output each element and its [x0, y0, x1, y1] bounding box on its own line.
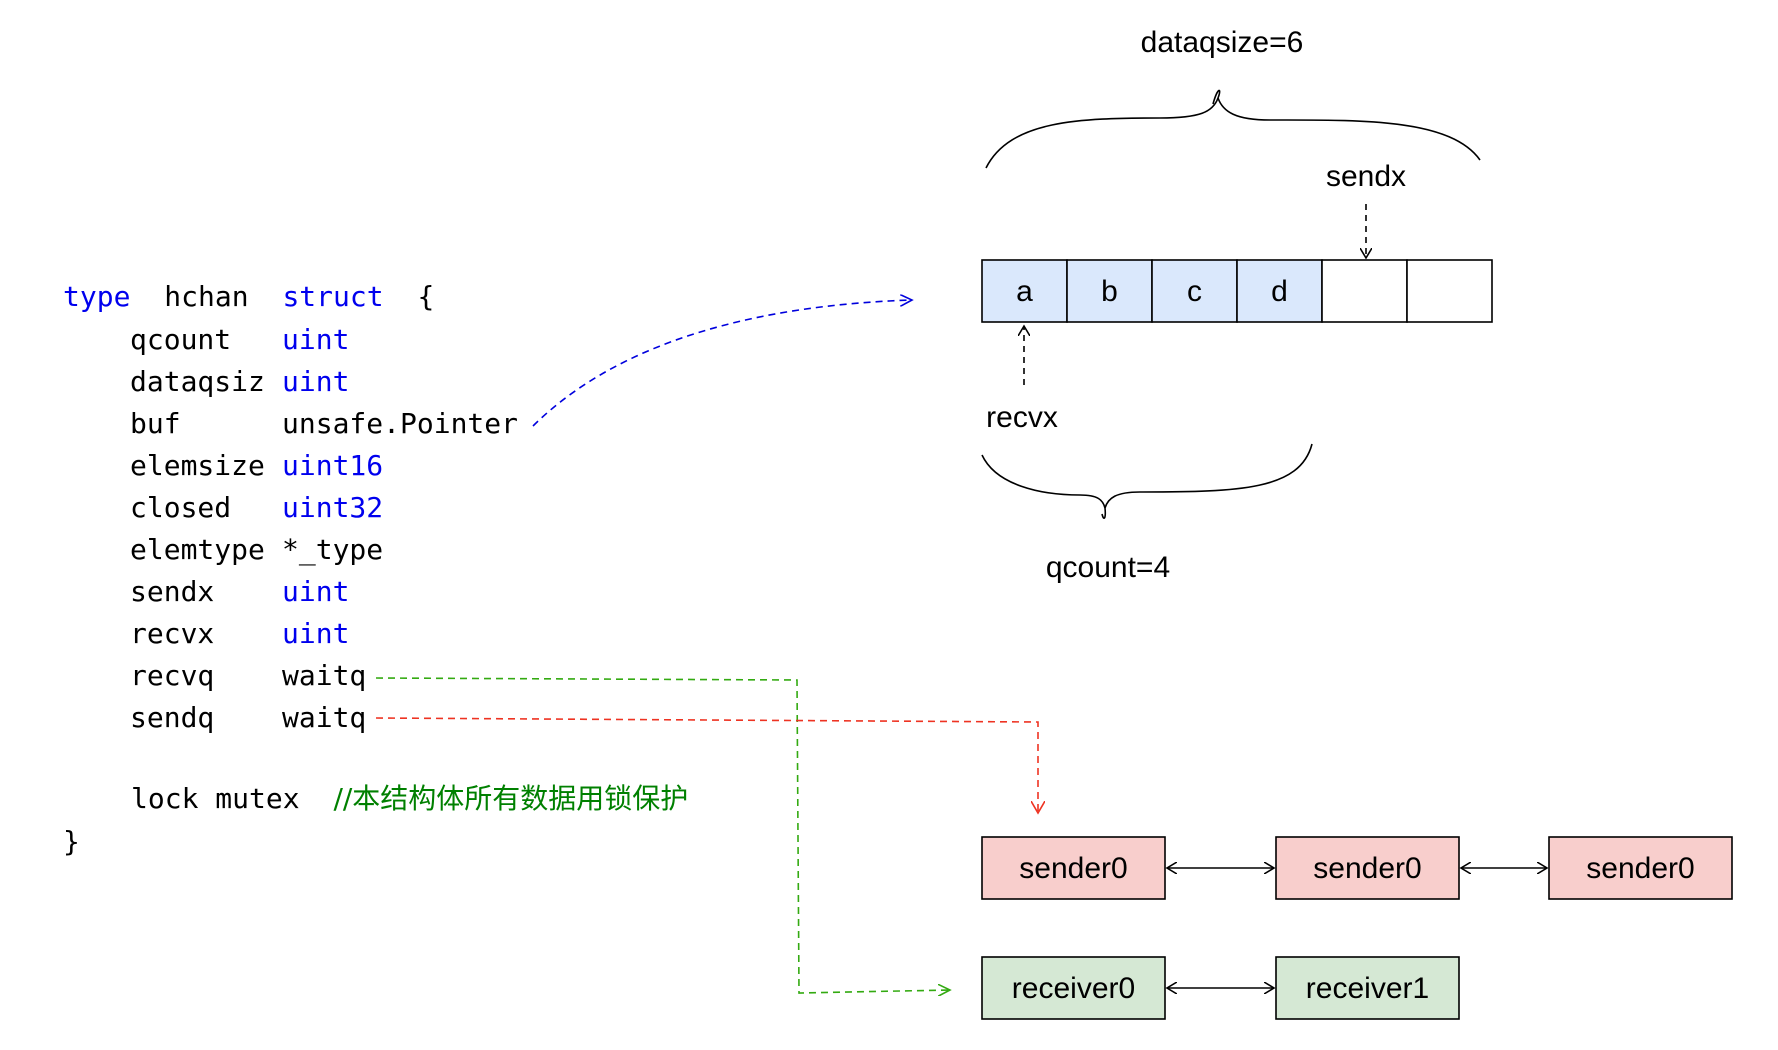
field-line: recvx: [130, 617, 214, 650]
top-brace: [985, 89, 1481, 169]
field-type: uint32: [282, 491, 383, 524]
recvx-label: recvx: [986, 401, 1058, 434]
field-name: recvx: [130, 617, 214, 650]
field-line: dataqsiz: [130, 365, 265, 398]
buf-pointer-arrow: [532, 300, 912, 427]
lock-line: lock mutex //本结构体所有数据用锁保护: [131, 782, 688, 815]
field-name: qcount: [130, 323, 231, 356]
buffer-cell-value: d: [1271, 275, 1288, 308]
buffer-cell-value: a: [1016, 275, 1033, 308]
buffer-cell: [1066, 259, 1153, 323]
keyword-type: type: [63, 280, 130, 313]
field-name: closed: [130, 491, 231, 524]
sendx-label: sendx: [1326, 160, 1406, 193]
field-name: sendq: [130, 701, 214, 734]
recvq-arrow: [375, 677, 950, 993]
field-type: uint: [282, 365, 349, 398]
sender-node: [1275, 836, 1460, 900]
receiver-queue: receiver0 receiver1: [981, 956, 1460, 1020]
dataqsize-label: dataqsize=6: [1141, 26, 1304, 59]
field-type: waitq: [282, 701, 366, 734]
receiver-node: [1275, 956, 1460, 1020]
field-name: sendx: [130, 575, 214, 608]
field-line: qcount: [130, 323, 231, 356]
close-brace: }: [63, 825, 80, 858]
field-type: uint: [282, 575, 349, 608]
receiver-node: [981, 956, 1166, 1020]
field-type: uint: [282, 617, 349, 650]
sender-node-label: sender0: [1586, 852, 1694, 885]
field-line: sendq: [130, 701, 214, 734]
field-line: sendx: [130, 575, 214, 608]
field-name: recvq: [130, 659, 214, 692]
field-line: recvq: [130, 659, 214, 692]
buffer-cell: [1236, 259, 1323, 323]
field-name: elemsize: [130, 449, 265, 482]
buffer-cell-value: c: [1187, 275, 1202, 308]
field-line: buf: [130, 407, 181, 440]
sender-queue: sender0 sender0 sender0: [981, 836, 1733, 900]
field-line: closed: [130, 491, 231, 524]
buffer-cell: [981, 259, 1068, 323]
buffer-cell: [1321, 259, 1408, 323]
receiver-node-label: receiver0: [1012, 972, 1135, 1005]
buffer-cell: [1406, 259, 1493, 323]
sender-node: [981, 836, 1166, 900]
field-type: uint16: [282, 449, 383, 482]
field-type: *_type: [282, 533, 383, 567]
sender-node: [1548, 836, 1733, 900]
field-type: waitq: [282, 659, 366, 692]
buffer-cell-value: b: [1101, 275, 1118, 308]
receiver-node-label: receiver1: [1306, 972, 1429, 1005]
field-list: qcount uint dataqsiz uint buf unsafe.Pointer e…: [130, 323, 518, 734]
qcount-label: qcount=4: [1046, 551, 1170, 584]
field-type: unsafe.Pointer: [282, 407, 518, 440]
sender-node-label: sender0: [1019, 852, 1127, 885]
ring-buffer: a b c d: [981, 259, 1493, 323]
buffer-cell: [1151, 259, 1238, 323]
struct-decl-line: type hchan struct {: [63, 280, 434, 313]
open-brace: {: [417, 280, 434, 313]
sendq-arrow: [375, 717, 1038, 813]
struct-name: hchan: [164, 280, 248, 313]
field-name: buf: [130, 407, 181, 440]
field-name: dataqsiz: [130, 365, 265, 398]
sender-node-label: sender0: [1313, 852, 1421, 885]
lock-field: lock mutex: [131, 782, 300, 815]
field-type: uint: [282, 323, 349, 356]
keyword-struct: struct: [282, 280, 383, 313]
field-line: elemtype: [130, 533, 265, 566]
lock-comment: //本结构体所有数据用锁保护: [333, 782, 688, 815]
code-block: type hchan struct { qcount uint dataqsiz ui…: [63, 280, 688, 858]
bottom-brace: [981, 443, 1313, 520]
field-name: elemtype: [130, 533, 265, 566]
field-line: elemsize: [130, 449, 265, 482]
